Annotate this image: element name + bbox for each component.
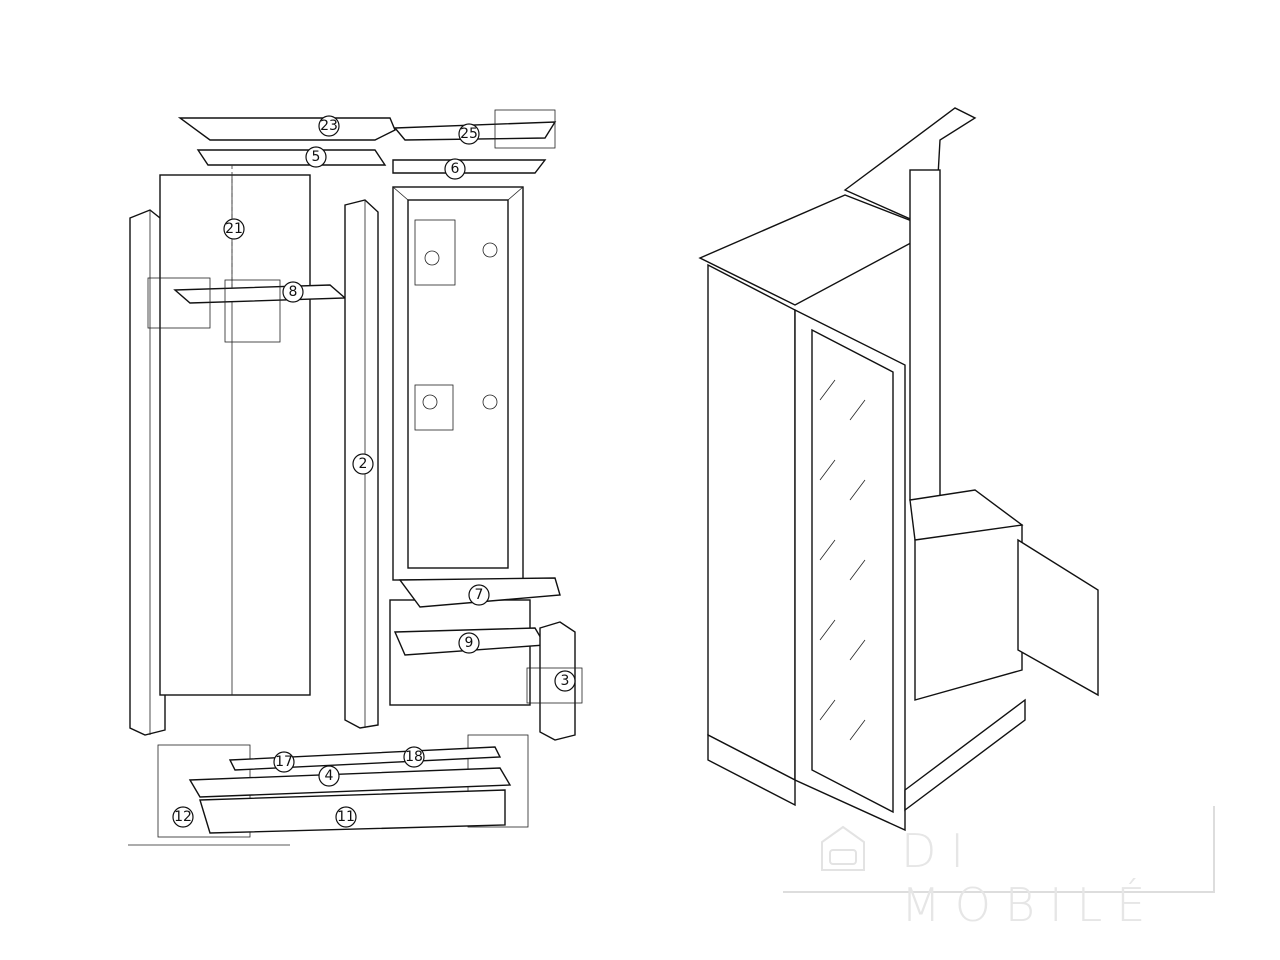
svg-text:12: 12 — [174, 809, 192, 825]
svg-text:7: 7 — [475, 587, 484, 603]
svg-text:17: 17 — [275, 754, 293, 770]
callout-11: 11 — [335, 806, 357, 828]
callout-7: 7 — [468, 584, 490, 606]
callout-17: 17 — [273, 751, 295, 773]
part-4-plinth — [188, 767, 512, 798]
part-17-18-rail — [228, 746, 502, 771]
svg-text:4: 4 — [325, 768, 334, 784]
svg-text:2: 2 — [359, 456, 368, 472]
watermark-text: DI MOBILÉ — [901, 824, 1160, 932]
svg-text:23: 23 — [320, 118, 338, 134]
svg-text:6: 6 — [451, 161, 460, 177]
mirror-reflection-lines — [819, 379, 866, 741]
wardrobe-side — [707, 263, 796, 782]
house-sofa-logo-icon — [821, 825, 865, 871]
assembled-view — [698, 107, 1099, 832]
callout-12: 12 — [172, 806, 194, 828]
lower-cabinet — [914, 524, 1023, 701]
watermark: DI MOBILÉ — [783, 806, 1215, 932]
wardrobe-plinth — [707, 733, 796, 807]
hall-mirror — [909, 169, 941, 501]
svg-text:8: 8 — [289, 284, 298, 300]
callout-21: 21 — [223, 218, 245, 240]
callout-5: 5 — [305, 146, 327, 168]
callout-23: 23 — [318, 115, 340, 137]
lower-door-open — [1017, 538, 1099, 697]
callout-2: 2 — [352, 453, 374, 475]
callout-9: 9 — [458, 632, 480, 654]
callout-4: 4 — [318, 765, 340, 787]
exploded-view — [128, 109, 583, 846]
callout-3: 3 — [554, 670, 576, 692]
callout-25: 25 — [458, 123, 480, 145]
svg-text:5: 5 — [312, 149, 321, 165]
back-panel — [159, 174, 311, 696]
svg-text:18: 18 — [405, 749, 423, 765]
svg-text:25: 25 — [460, 126, 478, 142]
svg-text:3: 3 — [561, 673, 570, 689]
svg-text:11: 11 — [337, 809, 355, 825]
svg-text:9: 9 — [465, 635, 474, 651]
part-23-crown — [177, 117, 396, 141]
callout-18: 18 — [403, 746, 425, 768]
part-6-top — [392, 159, 547, 174]
svg-text:21: 21 — [225, 221, 243, 237]
part-5-top — [196, 149, 387, 166]
callout-8: 8 — [282, 281, 304, 303]
callout-6: 6 — [444, 158, 466, 180]
